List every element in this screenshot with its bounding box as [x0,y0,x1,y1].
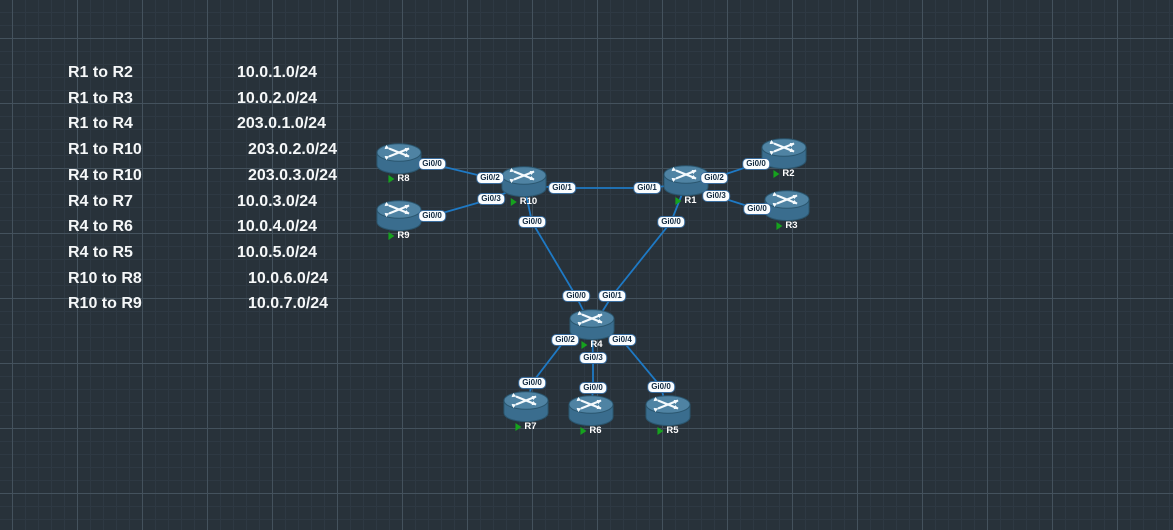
subnet-row-pair: R1 to R3 [68,89,133,107]
interface-label-R7-Gi0/0[interactable]: Gi0/0 [518,377,546,389]
router-name: R2 [782,168,795,179]
interface-label-R8-Gi0/0[interactable]: Gi0/0 [418,158,446,170]
router-name: R7 [524,421,537,432]
running-status-icon [388,232,395,240]
router-label-R9: R9 [388,230,410,241]
subnet-row: R10 to R8 10.0.6.0/24 [68,266,337,292]
interface-label-R1-Gi0/3[interactable]: Gi0/3 [702,190,730,202]
subnet-row: R4 to R6 10.0.4.0/24 [68,214,337,240]
router-R7[interactable] [503,390,549,424]
interface-label-R5-Gi0/0[interactable]: Gi0/0 [647,381,675,393]
interface-label-R4-Gi0/1[interactable]: Gi0/1 [598,290,626,302]
interface-label-R4-Gi0/3[interactable]: Gi0/3 [579,352,607,364]
subnet-row-pair: R1 to R10 [68,141,142,159]
subnet-row-pair: R4 to R5 [68,243,133,261]
subnet-row-subnet: 10.0.7.0/24 [248,295,329,313]
interface-label-R9-Gi0/0[interactable]: Gi0/0 [418,210,446,222]
interface-label-R4-Gi0/2[interactable]: Gi0/2 [551,334,579,346]
subnet-row-pair: R4 to R6 [68,218,133,236]
router-R5[interactable] [645,394,691,428]
subnet-row-pair: R10 to R8 [68,269,142,287]
interface-label-R10-Gi0/0[interactable]: Gi0/0 [518,216,546,228]
router-label-R1: R1 [675,195,697,206]
subnet-row-subnet: 10.0.3.0/24 [237,192,318,210]
router-label-R4: R4 [581,339,603,350]
running-status-icon [515,423,522,431]
interface-label-R10-Gi0/1[interactable]: Gi0/1 [548,182,576,194]
router-label-R10: R10 [510,196,538,207]
router-R3[interactable] [764,189,810,223]
interface-label-R1-Gi0/0[interactable]: Gi0/0 [657,216,685,228]
subnet-row-pair: R10 to R9 [68,295,142,313]
router-label-R8: R8 [388,173,410,184]
interface-label-R1-Gi0/1[interactable]: Gi0/1 [633,182,661,194]
interface-label-R4-Gi0/4[interactable]: Gi0/4 [608,334,636,346]
running-status-icon [510,198,517,206]
subnet-row-pair: R4 to R7 [68,192,133,210]
running-status-icon [675,197,682,205]
subnet-row-subnet: 203.0.3.0/24 [248,166,337,184]
subnet-row: R1 to R2 10.0.1.0/24 [68,60,337,86]
subnet-row-subnet: 10.0.5.0/24 [237,243,318,261]
router-name: R1 [684,195,697,206]
router-name: R5 [666,425,679,436]
subnet-row-pair: R1 to R4 [68,115,133,133]
interface-label-R2-Gi0/0[interactable]: Gi0/0 [742,158,770,170]
running-status-icon [581,341,588,349]
router-name: R10 [519,196,538,207]
subnet-row-pair: R1 to R2 [68,64,133,81]
interface-label-R6-Gi0/0[interactable]: Gi0/0 [579,382,607,394]
router-name: R6 [589,425,602,436]
subnet-row: R1 to R4 203.0.1.0/24 [68,111,337,137]
router-R2[interactable] [761,137,807,171]
subnet-row-subnet: 10.0.4.0/24 [237,218,318,236]
router-R1[interactable] [663,164,709,198]
running-status-icon [657,427,664,435]
router-name: R9 [397,230,410,241]
interface-label-R3-Gi0/0[interactable]: Gi0/0 [743,203,771,215]
router-R8[interactable] [376,142,422,176]
interface-label-R10-Gi0/2[interactable]: Gi0/2 [476,172,504,184]
running-status-icon [580,427,587,435]
router-name: R3 [785,220,798,231]
router-R4[interactable] [569,308,615,342]
router-label-R2: R2 [773,168,795,179]
router-label-R3: R3 [776,220,798,231]
interface-label-R4-Gi0/0[interactable]: Gi0/0 [562,290,590,302]
router-R9[interactable] [376,199,422,233]
router-label-R5: R5 [657,425,679,436]
subnet-row: R10 to R9 10.0.7.0/24 [68,291,337,317]
link-R1-R4[interactable] [591,183,687,329]
router-label-R7: R7 [515,421,537,432]
subnet-row: R4 to R10 203.0.3.0/24 [68,163,337,189]
subnet-row: R4 to R7 10.0.3.0/24 [68,189,337,215]
subnet-row-subnet: 203.0.1.0/24 [237,115,326,133]
router-label-R6: R6 [580,425,602,436]
subnet-row: R1 to R10 203.0.2.0/24 [68,137,337,163]
router-name: R8 [397,173,410,184]
router-R10[interactable] [501,165,547,199]
subnet-row-subnet: 203.0.2.0/24 [248,141,337,159]
router-R6[interactable] [568,394,614,428]
router-name: R4 [590,339,603,350]
subnet-row-subnet: 10.0.1.0/24 [237,64,318,81]
subnet-row-pair: R4 to R10 [68,166,142,184]
interface-label-R10-Gi0/3[interactable]: Gi0/3 [477,193,505,205]
interface-label-R1-Gi0/2[interactable]: Gi0/2 [700,172,728,184]
subnet-row: R4 to R5 10.0.5.0/24 [68,240,337,266]
running-status-icon [773,170,780,178]
running-status-icon [388,175,395,183]
subnet-row-subnet: 10.0.2.0/24 [237,89,318,107]
subnet-row-subnet: 10.0.6.0/24 [248,269,329,287]
running-status-icon [776,222,783,230]
subnet-row: R1 to R3 10.0.2.0/24 [68,86,337,112]
